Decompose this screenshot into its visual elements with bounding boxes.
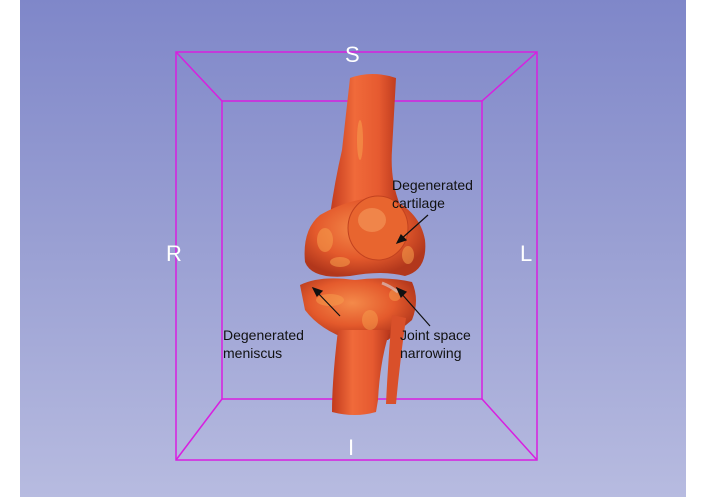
fibula: [386, 315, 406, 404]
annotation-meniscus-line2: meniscus: [223, 345, 283, 361]
orientation-inferior-label: I: [348, 435, 355, 460]
annotation-joint-space-line2: narrowing: [400, 345, 462, 361]
annotation-meniscus: Degenerated meniscus: [223, 326, 304, 362]
annotation-joint-space: Joint space narrowing: [400, 326, 471, 362]
tibia-shaft: [332, 330, 390, 415]
annotation-cartilage-line1: Degenerated: [392, 177, 473, 193]
annotation-meniscus-line1: Degenerated: [223, 327, 304, 343]
orientation-left-label: L: [520, 241, 533, 266]
render-scene: [175, 51, 538, 461]
orientation-right-label: R: [166, 241, 182, 266]
knee-bone-model: [300, 74, 426, 415]
annotation-cartilage-line2: cartilage: [392, 195, 445, 211]
femur-shaft: [330, 74, 400, 215]
tibia-plateau: [300, 278, 416, 340]
annotation-cartilage: Degenerated cartilage: [392, 176, 473, 212]
orientation-superior-label: S: [345, 42, 360, 67]
annotation-arrows: [311, 214, 431, 327]
annotation-joint-space-line1: Joint space: [400, 327, 471, 343]
3d-render-viewport[interactable]: S I R L Degenerated cartilage Degenerate…: [20, 0, 686, 497]
